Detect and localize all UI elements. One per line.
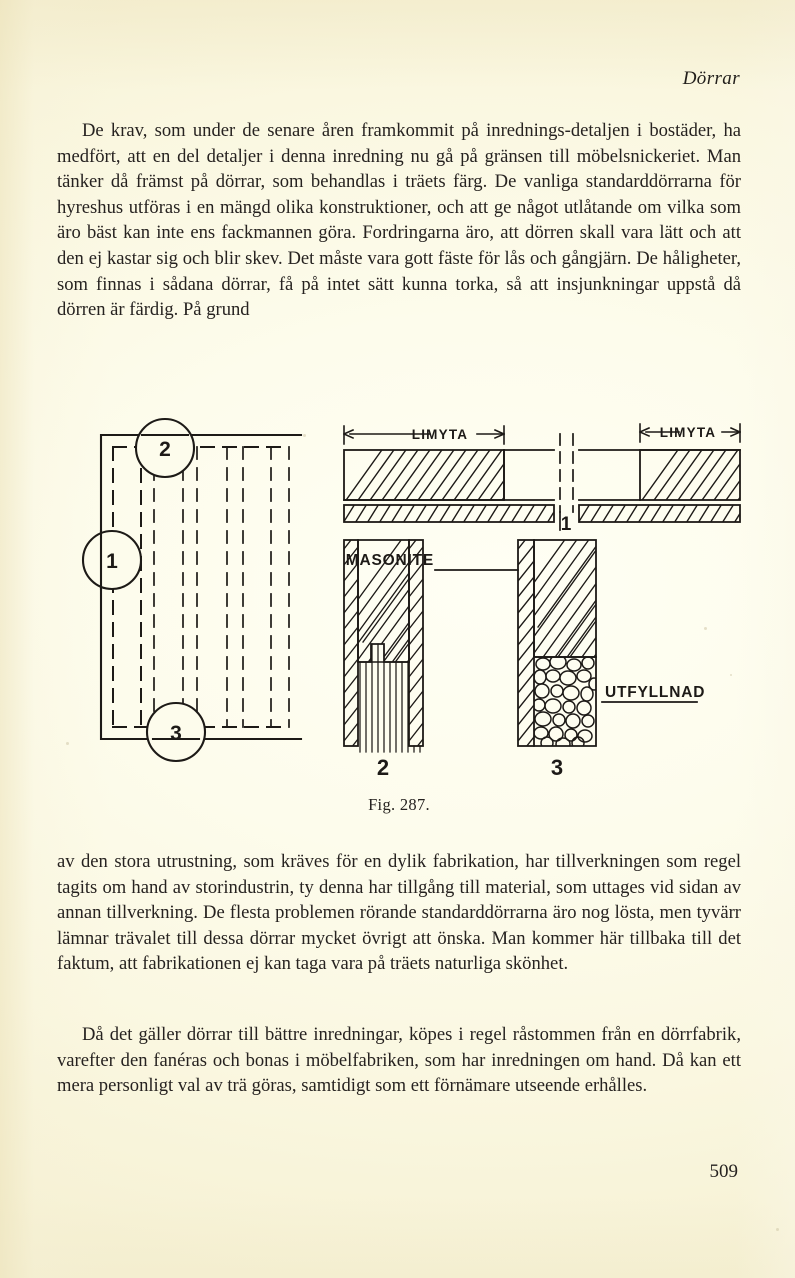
running-head: Dörrar [682, 68, 740, 89]
figure-caption: Fig. 287. [368, 795, 430, 814]
body-paragraph-top: De krav, som under de senare åren framko… [57, 120, 741, 321]
utfyllnad-label: UTFYLLNAD [605, 684, 705, 701]
callout-2-label: 2 [159, 438, 171, 461]
body-paragraph-bottom: Då det gäller dörrar till bättre inredni… [57, 1024, 741, 1097]
scan-speck [776, 1228, 779, 1231]
page-number: 509 [709, 1161, 739, 1182]
detail-2-section [343, 539, 424, 753]
detail-2-label: 2 [377, 755, 389, 780]
figure-287: 1 2 3 LIMYTA LIMYTA MASONITE UTFYLLNAD 1… [57, 412, 742, 832]
figure-287-drawing: 1 2 3 LIMYTA LIMYTA MASONITE UTFYLLNAD 1… [81, 417, 742, 780]
scan-speck [704, 627, 707, 630]
detail-1-section [342, 423, 742, 531]
scan-speck [303, 434, 306, 437]
limyta-label-right: LIMYTA [660, 425, 716, 440]
scan-speck [66, 742, 69, 745]
detail-1-label: 1 [561, 514, 572, 535]
callout-3-label: 3 [170, 722, 182, 745]
paragraph-middle-block: av den stora utrustning, som kräves för … [57, 849, 741, 977]
body-paragraph-middle: av den stora utrustning, som kräves för … [57, 851, 741, 975]
callout-1-label: 1 [106, 550, 118, 573]
paragraph-bottom-block: Då det gäller dörrar till bättre inredni… [57, 1022, 741, 1099]
limyta-label-left: LIMYTA [412, 427, 468, 442]
paragraph-top-block: De krav, som under de senare åren framko… [57, 118, 741, 323]
scan-speck [730, 674, 732, 676]
detail-3-section [434, 539, 698, 747]
detail-3-label: 3 [551, 755, 563, 780]
masonite-label: MASONITE [346, 552, 434, 569]
door-plan-diagram [81, 417, 303, 763]
filler-texture [534, 657, 596, 746]
